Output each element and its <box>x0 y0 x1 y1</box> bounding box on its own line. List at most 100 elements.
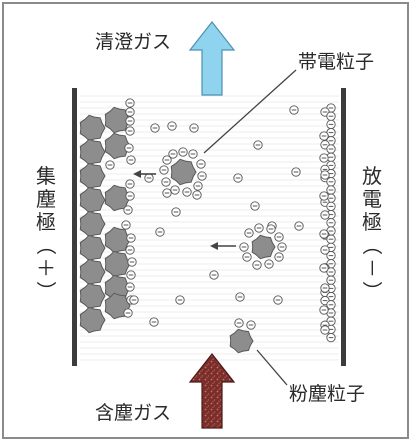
dust-particle <box>251 234 276 260</box>
dust-particle <box>104 226 131 254</box>
ion-icon <box>155 227 165 237</box>
ion-icon <box>254 223 264 233</box>
dust-particle <box>79 186 106 214</box>
dust-particle-pointer-line <box>256 349 288 386</box>
dust-particle <box>79 138 106 166</box>
ion-icon <box>326 185 336 195</box>
ion-icon <box>162 155 172 165</box>
ion-icon <box>326 111 336 121</box>
ion-icon <box>294 221 304 231</box>
discharge-electrode-char: － <box>360 258 384 278</box>
ion-icon <box>144 173 154 183</box>
dust-particle <box>104 132 131 160</box>
ion-icon <box>175 295 185 305</box>
ion-icon <box>123 308 133 318</box>
ion-icon <box>246 320 256 330</box>
charged-particle-clusters <box>159 147 287 354</box>
ion-icon <box>125 98 135 108</box>
ion-icon <box>167 121 177 131</box>
ion-icon <box>319 229 329 239</box>
ion-icon <box>264 259 274 269</box>
ion-icon <box>319 153 329 163</box>
ion-icon <box>319 191 329 201</box>
dust-particle <box>79 234 106 262</box>
clean-gas-label: 清澄ガス <box>95 31 171 53</box>
ion-icon <box>326 177 336 187</box>
discharge-electrode-char: （ <box>360 235 384 255</box>
charged-particle-pointer-line <box>203 69 297 154</box>
ion-icon <box>320 325 330 335</box>
ion-icon <box>326 300 336 310</box>
ion-icon <box>105 160 115 170</box>
discharge-electrode-char: 放 <box>362 164 382 188</box>
ion-icon <box>123 205 133 215</box>
ion-icon <box>289 105 299 115</box>
collecting-electrode-char: （ <box>34 235 58 255</box>
collecting-electrode-char: 集 <box>36 164 56 188</box>
ion-icon <box>319 131 329 141</box>
clean-gas-arrow-icon <box>188 21 236 96</box>
ion-icon <box>233 173 243 183</box>
dust-particle <box>79 162 106 190</box>
ion-icon <box>291 167 301 177</box>
ion-icon <box>273 295 283 305</box>
dust-particle-label: 粉塵粒子 <box>289 383 365 405</box>
ion-icon <box>326 144 336 154</box>
ion-icon <box>182 187 192 197</box>
charged-particle <box>159 147 207 197</box>
deposited-particle-layer <box>79 98 137 334</box>
ion-icon <box>326 119 336 130</box>
ion-icon <box>189 123 199 133</box>
discharge-electrode-char: 電 <box>362 187 382 211</box>
ion-icon <box>125 116 135 126</box>
ion-icon <box>162 188 172 198</box>
ion-icon <box>197 171 207 181</box>
dust-particle <box>104 106 131 134</box>
ion-icon <box>242 252 252 262</box>
ion-icon <box>125 282 135 292</box>
ion-icon <box>150 123 160 133</box>
dust-particle <box>104 184 131 212</box>
ion-icon <box>125 245 135 255</box>
ion-icon <box>244 228 254 238</box>
ion-icon <box>319 263 329 273</box>
ion-icon <box>253 140 263 150</box>
ion-icon <box>126 270 136 280</box>
ion-icon <box>178 147 188 157</box>
ion-icon <box>159 165 169 175</box>
ion-icon <box>125 107 135 117</box>
ion-icon <box>319 305 329 315</box>
dusty-gas-arrow-icon <box>188 353 236 429</box>
ion-icon <box>196 159 206 169</box>
ion-icon <box>252 260 262 270</box>
drift-arrows <box>133 170 236 250</box>
collecting-electrode-char: 塵 <box>36 187 56 211</box>
collecting-electrode-char: 極 <box>36 210 56 234</box>
ion-icon <box>127 257 137 267</box>
discharge-electrode-label: 放 電 極 （ － ） <box>360 164 384 301</box>
dust-particle <box>79 114 106 142</box>
ion-icon <box>188 149 198 159</box>
ion-icon <box>125 126 135 136</box>
ion-icon <box>125 191 135 201</box>
discharge-electrode-char: ） <box>360 281 384 301</box>
ion-icon <box>320 170 330 180</box>
ion-icon <box>326 275 336 285</box>
discharge-ion-column <box>319 103 336 343</box>
ion-icon <box>250 201 260 211</box>
ion-icon <box>124 143 134 153</box>
ion-icon <box>320 245 330 255</box>
ion-icon <box>326 332 336 343</box>
ion-icon <box>239 242 249 252</box>
ion-icon <box>121 220 131 230</box>
ion-icon <box>277 242 287 252</box>
ion-icon <box>149 317 159 327</box>
collecting-electrode-char: ＋ <box>36 256 56 280</box>
ion-icon <box>274 252 284 262</box>
ion-icon <box>125 179 135 189</box>
ion-icon <box>129 295 139 305</box>
ion-icon <box>168 149 178 159</box>
dust-particle <box>79 210 106 238</box>
